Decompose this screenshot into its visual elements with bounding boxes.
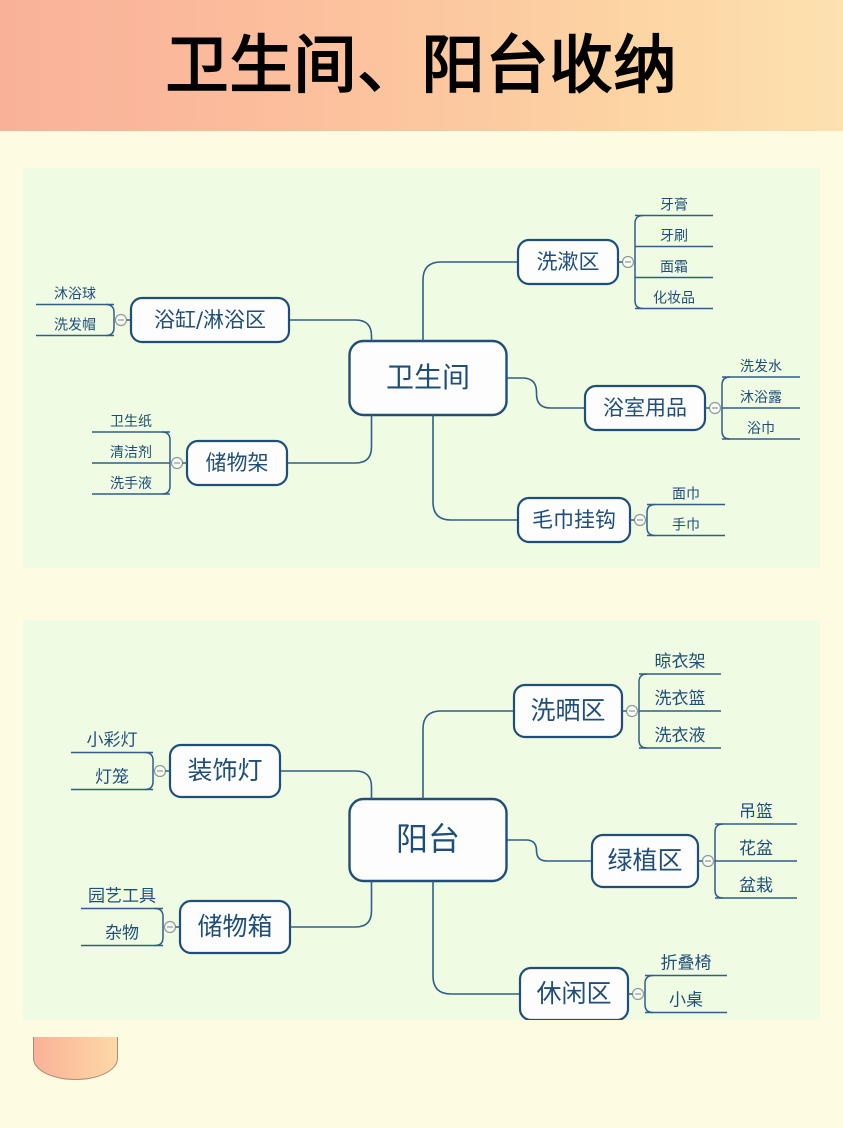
connector-line <box>432 415 518 521</box>
leaf-label[interactable]: 洗发帽 <box>54 317 96 333</box>
branch-node-浴缸/淋浴区[interactable]: 浴缸/淋浴区 <box>129 296 291 344</box>
branch-node-毛巾挂钩[interactable]: 毛巾挂钩 <box>516 496 632 544</box>
leaf-spine <box>144 751 154 791</box>
connector-line <box>422 710 514 799</box>
connector-line <box>506 377 585 409</box>
branch-node-储物箱[interactable]: 储物箱 <box>178 899 292 955</box>
leaf-label[interactable]: 卫生纸 <box>110 414 152 430</box>
collapse-toggle-icon[interactable] <box>625 704 639 718</box>
node-label: 阳台 <box>396 820 460 858</box>
branch-node-储物架[interactable]: 储物架 <box>185 439 289 487</box>
page-header: 卫生间、阳台收纳 <box>0 0 843 131</box>
leaf-label[interactable]: 园艺工具 <box>88 886 156 906</box>
leaf-label[interactable]: 面巾 <box>672 486 700 502</box>
connector-line <box>287 415 373 464</box>
collapse-toggle-icon[interactable] <box>621 255 635 269</box>
leaf-label[interactable]: 洗手液 <box>110 476 152 492</box>
leaf-label[interactable]: 洗发水 <box>740 359 782 375</box>
collapse-toggle-icon[interactable] <box>170 456 184 470</box>
branch-node-装饰灯[interactable]: 装饰灯 <box>168 743 282 799</box>
node-label: 卫生间 <box>386 361 470 394</box>
leaf-label[interactable]: 洗衣篮 <box>655 689 706 709</box>
collapse-toggle-icon[interactable] <box>633 513 647 527</box>
connector-line <box>289 319 373 341</box>
branch-node-休闲区[interactable]: 休闲区 <box>518 966 630 1020</box>
mindmap-panel-bathroom: 卫生间 洗漱区 牙膏牙刷面霜化妆品浴室用品 洗发水沐浴露浴巾毛巾挂钩 面巾手巾 浴缸/淋浴… <box>23 168 820 568</box>
node-label: 毛巾挂钩 <box>532 508 616 532</box>
leaf-label[interactable]: 手巾 <box>672 517 700 533</box>
connector-line <box>432 881 520 995</box>
collapse-toggle-icon[interactable] <box>708 401 722 415</box>
page-title: 卫生间、阳台收纳 <box>165 29 678 102</box>
leaf-label[interactable]: 盆栽 <box>739 876 773 896</box>
leaf-label[interactable]: 花盆 <box>739 839 773 859</box>
connector-line <box>506 839 592 862</box>
node-label: 休闲区 <box>536 979 611 1008</box>
node-label: 浴缸/淋浴区 <box>154 308 266 332</box>
node-label: 绿植区 <box>607 846 682 875</box>
leaf-label[interactable]: 灯笼 <box>95 767 129 787</box>
branch-node-绿植区[interactable]: 绿植区 <box>590 833 700 889</box>
collapse-toggle-icon[interactable] <box>153 764 167 778</box>
connector-line <box>422 261 518 341</box>
leaf-label[interactable]: 沐浴球 <box>54 286 96 302</box>
node-label: 洗晒区 <box>530 696 605 725</box>
branch-node-洗晒区[interactable]: 洗晒区 <box>512 683 624 739</box>
leaf-label[interactable]: 折叠椅 <box>661 953 712 973</box>
leaf-spine <box>105 303 115 337</box>
node-label: 储物架 <box>206 451 269 475</box>
branch-node-浴室用品[interactable]: 浴室用品 <box>583 384 707 432</box>
root-node-balcony[interactable]: 阳台 <box>348 797 508 883</box>
leaf-label[interactable]: 洗衣液 <box>655 726 706 746</box>
leaf-label[interactable]: 面霜 <box>660 259 688 275</box>
branch-node-洗漱区[interactable]: 洗漱区 <box>516 238 620 286</box>
collapse-toggle-icon[interactable] <box>701 854 715 868</box>
root-node-bathroom[interactable]: 卫生间 <box>348 339 508 417</box>
collapse-toggle-icon[interactable] <box>114 313 128 327</box>
decorative-half-circle <box>33 1037 118 1080</box>
leaf-spine <box>634 214 644 310</box>
leaf-label[interactable]: 晾衣架 <box>655 652 706 672</box>
leaf-label[interactable]: 牙膏 <box>660 196 688 213</box>
node-label: 洗漱区 <box>537 250 600 274</box>
collapse-toggle-icon[interactable] <box>631 987 645 1001</box>
leaf-label[interactable]: 沐浴露 <box>740 390 782 406</box>
leaf-label[interactable]: 牙刷 <box>660 228 688 244</box>
mindmap-panel-balcony: 阳台 洗晒区 晾衣架洗衣篮洗衣液绿植区 吊篮花盆盆栽休闲区 折叠椅小桌 装饰灯 小彩灯灯笼储… <box>23 620 820 1020</box>
node-label: 浴室用品 <box>603 396 687 420</box>
leaf-label[interactable]: 清洁剂 <box>110 445 152 461</box>
connector-line <box>290 881 373 928</box>
leaf-label[interactable]: 吊篮 <box>739 802 773 822</box>
node-label: 储物箱 <box>197 912 272 941</box>
leaf-label[interactable]: 小桌 <box>669 990 703 1010</box>
collapse-toggle-icon[interactable] <box>163 920 177 934</box>
leaf-spine <box>646 503 656 537</box>
connector-line <box>280 770 373 799</box>
node-label: 装饰灯 <box>187 756 262 785</box>
leaf-label[interactable]: 化妆品 <box>653 290 695 306</box>
leaf-label[interactable]: 小彩灯 <box>87 730 138 750</box>
leaf-spine <box>644 974 654 1014</box>
leaf-spine <box>154 907 164 947</box>
leaf-label[interactable]: 杂物 <box>105 923 139 943</box>
leaf-label[interactable]: 浴巾 <box>747 421 775 437</box>
